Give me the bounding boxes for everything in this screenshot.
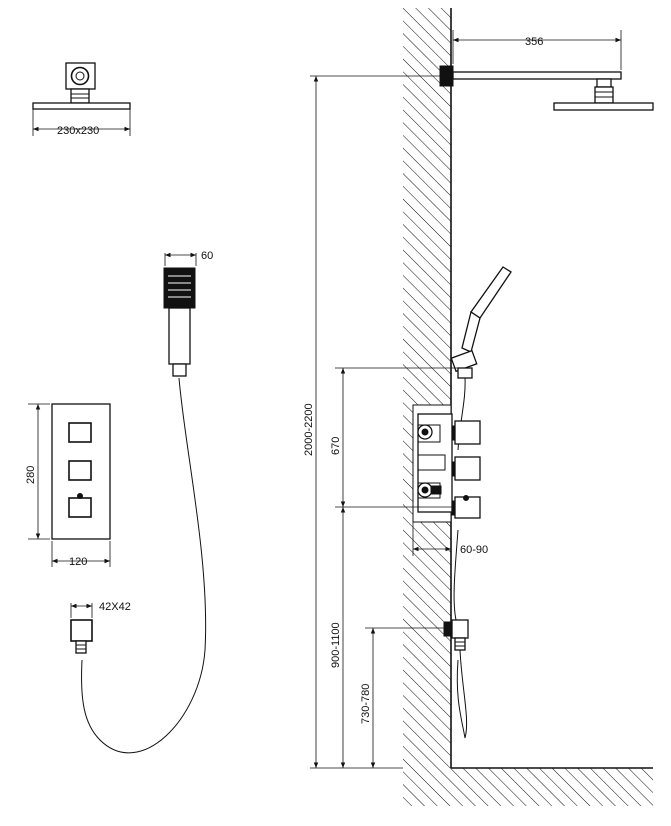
height-dimensions [310, 75, 460, 769]
mixer-front-view [28, 403, 111, 567]
wall-depth-label: 60-90 [460, 544, 488, 556]
hand-shower-side-view [450, 266, 512, 451]
install-height-label: 2000-2200 [303, 403, 315, 456]
mixer-spacing-label: 670 [330, 437, 342, 455]
mixer-height-floor-label: 900-1100 [330, 622, 342, 668]
shower-head-size-label: 230x230 [57, 125, 99, 137]
outlet-front-view [70, 603, 93, 654]
outlet-size-label: 42X42 [99, 601, 131, 613]
shower-arm-side-view [439, 30, 654, 111]
hand-shower-front-view [81, 252, 207, 754]
mixer-width-label: 120 [69, 556, 87, 568]
outlet-side-view [443, 529, 469, 739]
mixer-height-label: 280 [25, 466, 37, 484]
hose-line [81, 377, 207, 754]
hand-shower-width-label: 60 [201, 250, 213, 262]
outlet-height-floor-label: 730-780 [360, 684, 372, 724]
shower-head-front-view [32, 62, 131, 136]
mixer-side-view [417, 413, 481, 519]
wall-section [403, 8, 653, 806]
shower-arm-length-label: 356 [525, 36, 543, 48]
